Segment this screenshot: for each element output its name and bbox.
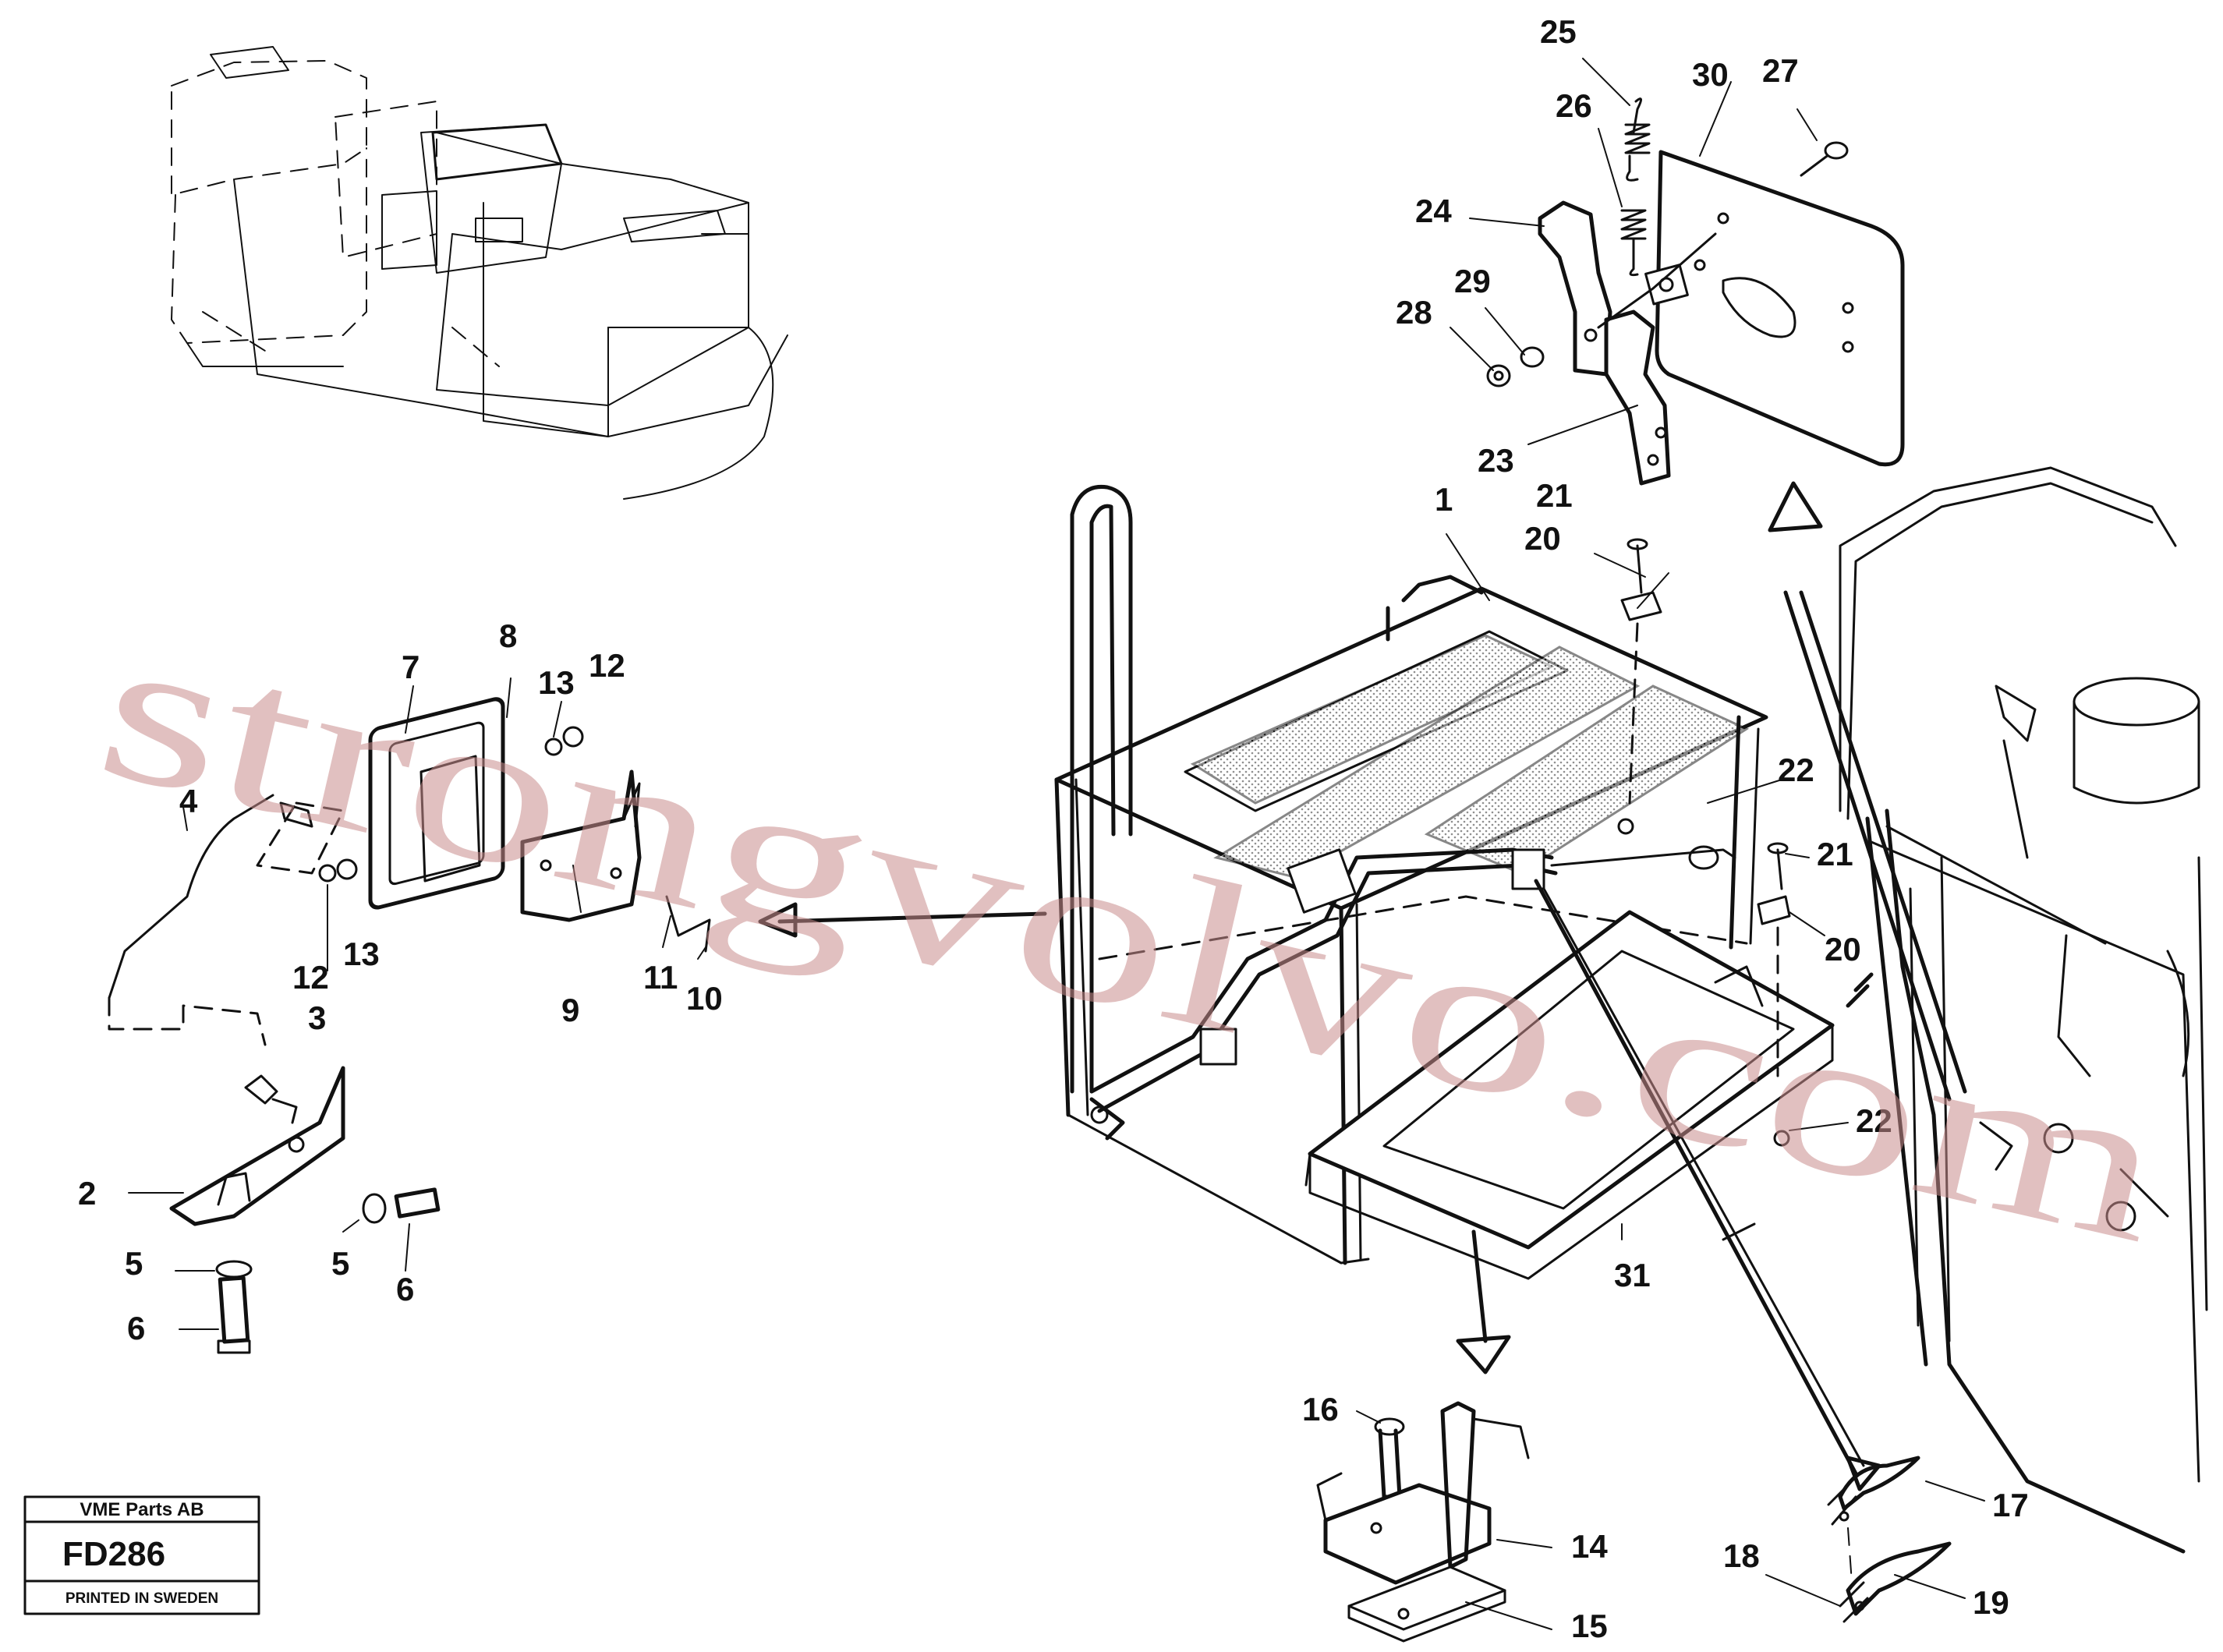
callout-21b: 21 [1817, 836, 1853, 872]
callout-13a: 13 [538, 664, 575, 701]
spring-clip-lower [1846, 1541, 1952, 1616]
work-lamp [368, 697, 505, 910]
wire-harness [108, 794, 274, 999]
callout-18: 18 [1723, 1537, 1760, 1574]
callout-7: 7 [402, 649, 419, 685]
callout-8: 8 [499, 617, 517, 654]
callout-21a: 21 [1536, 477, 1573, 514]
callout-31: 31 [1614, 1257, 1651, 1293]
callout-17: 17 [1992, 1487, 2029, 1523]
callout-labels: 1 2 3 4 5 5 6 6 7 8 9 10 11 12 12 13 13 … [78, 13, 2029, 1644]
callout-2: 2 [78, 1175, 96, 1212]
callout-12b: 12 [292, 959, 329, 996]
machine-overview-drawing [171, 46, 788, 500]
callout-11: 11 [643, 959, 678, 996]
callout-5b: 5 [331, 1245, 349, 1282]
direction-arrow-left [758, 902, 1047, 938]
callout-16: 16 [1302, 1391, 1339, 1427]
callout-23: 23 [1478, 442, 1514, 479]
step-platform-drawing [1054, 481, 1967, 1491]
callout-29: 29 [1454, 263, 1491, 299]
callout-6a: 6 [127, 1310, 145, 1346]
callout-25: 25 [1540, 13, 1577, 50]
callout-5a: 5 [125, 1245, 143, 1282]
watermark-text: strongvolvo.com [81, 587, 2185, 1288]
callout-13b: 13 [343, 936, 380, 972]
hinge-bracket-lower [1604, 310, 1671, 486]
callout-22b: 22 [1856, 1102, 1892, 1139]
pin-detail-drawing [1316, 1401, 1552, 1643]
title-block: VME Parts AB FD286 PRINTED IN SWEDEN [23, 1495, 260, 1615]
lamp-bracket [520, 769, 642, 922]
callout-20b: 20 [1825, 931, 1861, 967]
callout-9: 9 [561, 992, 579, 1028]
title-block-drawing-number: FD286 [62, 1535, 165, 1573]
light-assembly-drawing [108, 677, 711, 1354]
clip-detail-drawing [1765, 1456, 1985, 1623]
cab-background-drawing [1839, 466, 2208, 1554]
callout-22a: 22 [1778, 752, 1814, 788]
callout-24: 24 [1415, 193, 1452, 229]
callout-1: 1 [1435, 481, 1453, 518]
callout-3: 3 [308, 999, 326, 1036]
callout-28: 28 [1396, 294, 1432, 331]
callout-6b: 6 [396, 1271, 414, 1307]
callout-20a: 20 [1524, 520, 1561, 557]
hinge-bracket-upper [1538, 200, 1612, 377]
callout-14: 14 [1571, 1528, 1608, 1565]
callout-12a: 12 [589, 647, 625, 684]
title-block-footer: PRINTED IN SWEDEN [65, 1590, 218, 1607]
callout-30: 30 [1692, 56, 1729, 93]
handrail [1070, 484, 1133, 1094]
callout-27: 27 [1762, 52, 1799, 89]
spring-clip-upper [1838, 1456, 1920, 1511]
title-block-company: VME Parts AB [80, 1499, 204, 1520]
hinge-detail-drawing [1450, 58, 1905, 486]
mounting-bracket [169, 1066, 345, 1226]
callout-4: 4 [179, 783, 198, 819]
cover-plate [1655, 150, 1905, 467]
pin-bracket [1323, 1483, 1492, 1585]
callout-19: 19 [1973, 1584, 2009, 1621]
callout-10: 10 [686, 980, 723, 1017]
callout-26: 26 [1556, 87, 1592, 124]
callout-15: 15 [1571, 1608, 1608, 1644]
